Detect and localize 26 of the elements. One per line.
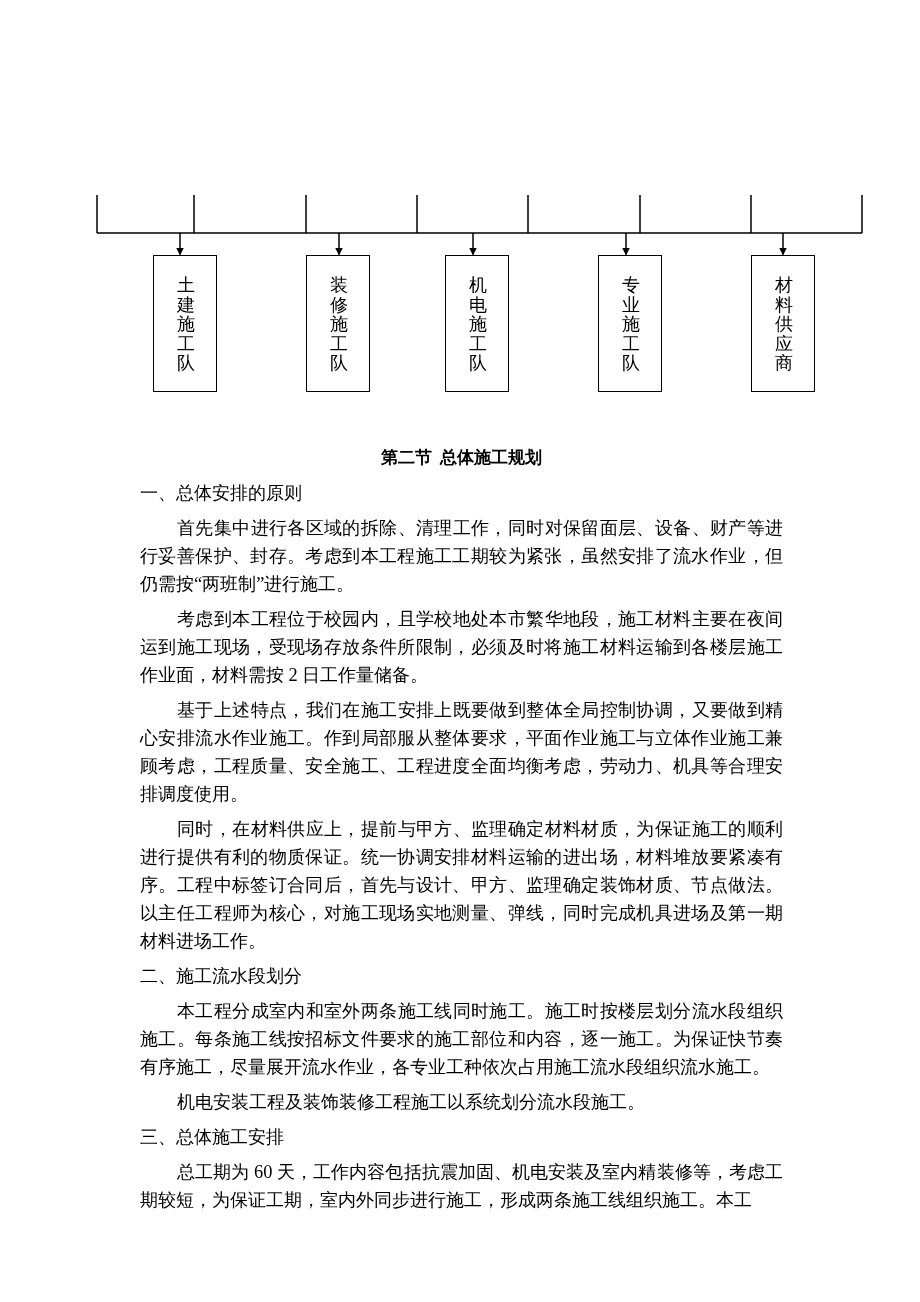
team-label: 材料供应商 [774,276,793,374]
team-box [306,255,370,392]
section-heading: 第二节 总体施工规划 [379,447,544,469]
team-label: 专业施工队 [621,276,640,374]
subheading: 三、总体施工安排 [140,1126,285,1149]
arrow [469,232,477,256]
paragraph: 基于上述特点，我们在施工安排上既要做到整体全局控制协调，又要做到精心安排流水作业施工。作到局部服从整体要求，平面作业施工与立体作业施工兼顾考虑，工程质量、安全施工、工程进度全面均衡考虑，劳动力、机具等合理安排调度使用。 [140,699,783,806]
team-label: 机电施工队 [468,276,487,374]
paragraph: 考虑到本工程位于校园内，且学校地处本市繁华地段，施工材料主要在夜间运到施工现场，受现场存放条件所限制，必须及时将施工材料运输到各楼层施工作业面，材料需按 2 日工作量储备。 [140,608,783,687]
arrow [176,232,184,256]
team-label: 装修施工队 [329,276,348,374]
team-box [751,255,815,392]
arrow [335,232,343,256]
team-box [598,255,662,392]
arrow [622,232,630,256]
paragraph: 总工期为 60 天，工作内容包括抗震加固、机电安装及室内精装修等，考虑工期较短，为保证工期，室内外同步进行施工，形成两条施工线组织施工。本工 [140,1161,783,1212]
arrow [779,232,787,256]
team-label: 土建施工队 [176,276,195,374]
paragraph: 机电安装工程及装饰装修工程施工以系统划分流水段施工。 [176,1091,646,1114]
team-box [445,255,509,392]
paragraph: 本工程分成室内和室外两条施工线同时施工。施工时按楼层划分流水段组织施工。每条施工线按招标文件要求的施工部位和内容，逐一施工。为保证快节奏有序施工，尽量展开流水作业，各专业工种依次占用施工流水段组织流水施工。 [140,1000,783,1079]
paragraph: 首先集中进行各区域的拆除、清理工作，同时对保留面层、设备、财产等进行妥善保护、封存。考虑到本工程施工工期较为紧张，虽然安排了流水作业，但仍需按“两班制”进行施工。 [140,517,783,596]
subheading: 二、施工流水段划分 [140,965,303,988]
subheading: 一、总体安排的原则 [140,482,303,505]
team-box [153,255,217,392]
paragraph: 同时，在材料供应上，提前与甲方、监理确定材料材质，为保证施工的顺利进行提供有利的物质保证。统一协调安排材料运输的进出场，材料堆放要紧凑有序。工程中标签订合同后，首先与设计、甲方、监理确定装饰材质、节点做法。以主任工程师为核心，对施工现场实地测量、弹线，同时完成机具进场及第一期材料进场工作。 [140,818,783,953]
